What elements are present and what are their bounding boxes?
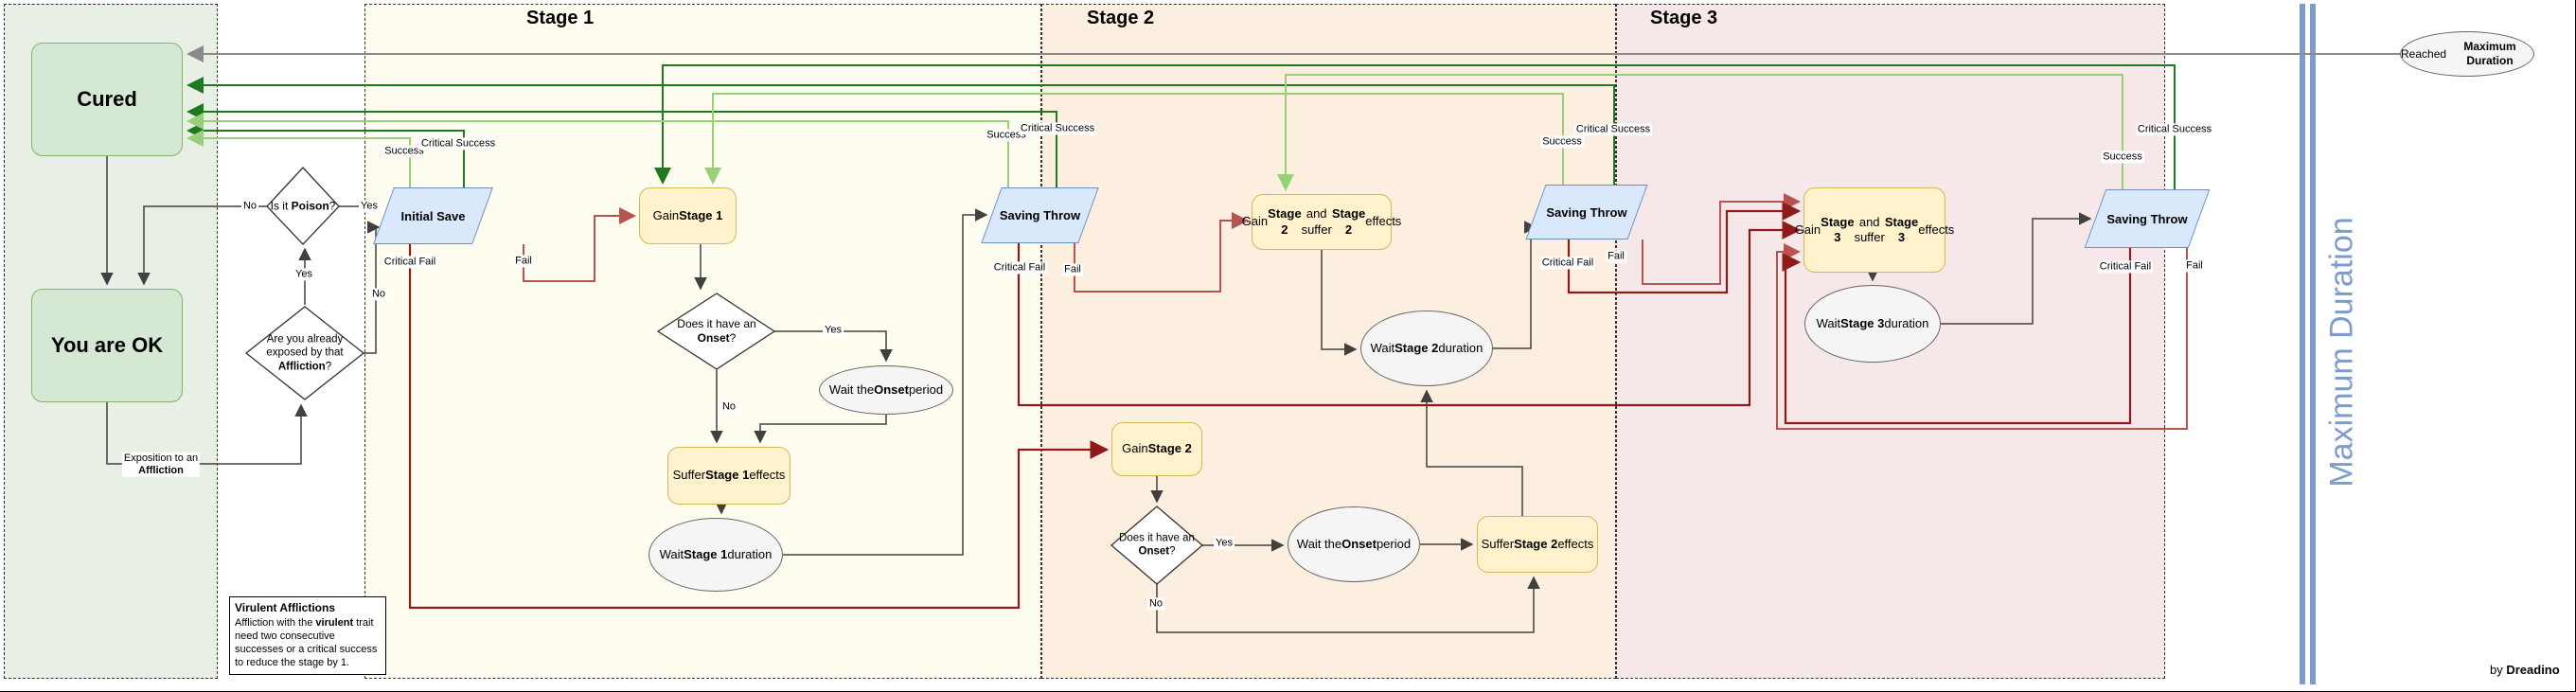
edge-gain-suffer2-to-wait-dur2 xyxy=(1321,250,1358,356)
credit-prefix: by xyxy=(2490,663,2507,677)
edge-stage3-save-critical-success xyxy=(654,64,2176,189)
stage-2-title: Stage 2 xyxy=(1087,8,1155,28)
edge-stage2-save-fail xyxy=(1642,193,1801,285)
edge-ok-to-exposed xyxy=(106,402,308,465)
edge-onset1-yes-to-wait-onset1 xyxy=(774,330,893,363)
edge-stage3-save-success xyxy=(1277,74,2123,191)
initial-save-fail-label: Fail xyxy=(513,255,534,268)
cured-node: Cured xyxy=(31,43,183,156)
virulent-note: Virulent Afflictions Affliction with the… xyxy=(229,596,386,675)
stage1-saving-throw-node: Saving Throw xyxy=(991,187,1089,243)
exposed-decision-shape xyxy=(244,306,365,400)
edge-onset2-no-to-suffer2 xyxy=(1156,576,1540,633)
onset1-yes-label: Yes xyxy=(823,324,844,337)
stage3-save-success-label: Success xyxy=(2101,151,2144,164)
poison-no-label: No xyxy=(240,200,259,213)
suffer-stage2-node: Suffer Stage 2 effects xyxy=(1477,516,1598,573)
virulent-note-title: Virulent Afflictions xyxy=(235,601,336,614)
gain-stage2-node: Gain Stage 2 xyxy=(1111,422,1202,476)
onset1-decision-shape xyxy=(656,293,776,370)
virulent-note-body: Affliction with the virulent trait need … xyxy=(235,616,378,669)
stage3-saving-throw-label: Saving Throw xyxy=(2106,211,2188,226)
suffer-stage1-node: Suffer Stage 1 effects xyxy=(667,447,791,505)
exposed-no-label: No xyxy=(369,288,388,301)
edge-poison-no-to-ok xyxy=(137,205,267,286)
stage1-save-fail-label: Fail xyxy=(1062,263,1083,276)
stage2-save-critical-success-label: Critical Success xyxy=(1573,123,1653,136)
stage1-save-critical-success-label: Critical Success xyxy=(1018,122,1097,135)
edge-suffer2-to-wait-dur2 xyxy=(1420,389,1523,516)
edge-stage3-save-fail xyxy=(1776,243,2188,430)
max-duration-bar-right xyxy=(2310,4,2316,684)
edge-initial-save-success xyxy=(187,130,411,187)
initial-save-critical-success-label: Critical Success xyxy=(418,137,498,151)
stage3-save-critical-success-label: Critical Success xyxy=(2135,123,2214,136)
edge-wait-dur1-to-save1 xyxy=(783,208,988,556)
gain-stage1-node: Gain Stage 1 xyxy=(639,187,737,244)
stage2-save-success-label: Success xyxy=(1540,135,1584,149)
stage1-saving-throw-label: Saving Throw xyxy=(999,208,1081,222)
edge-stage1-save-success xyxy=(187,113,1009,187)
initial-save-success-label: Success xyxy=(382,145,426,158)
stage2-saving-throw-node: Saving Throw xyxy=(1536,185,1638,240)
edge-stage3-save-critical-fail xyxy=(1782,248,2132,425)
stage2-save-fail-label: Fail xyxy=(1606,250,1626,263)
initial-save-node: Initial Save xyxy=(383,187,483,244)
initial-save-label: Initial Save xyxy=(400,208,466,223)
edge-stage1-save-critical-fail xyxy=(1017,221,1802,407)
wait-onset2-node: Wait the Onset period xyxy=(1288,506,1420,582)
poison-yes-label: Yes xyxy=(359,200,380,213)
edge-wait-onset1-to-suffer1 xyxy=(754,415,887,444)
wait-onset1-node: Wait the Onset period xyxy=(819,365,953,415)
edge-initial-save-fail xyxy=(523,207,636,282)
initial-save-critical-fail-label: Critical Fail xyxy=(382,256,438,269)
poison-decision-shape xyxy=(266,167,340,245)
onset2-yes-label: Yes xyxy=(1214,537,1235,550)
wait-duration3-node: Wait Stage 3 duration xyxy=(1804,285,1941,363)
stage3-save-critical-fail-label: Critical Fail xyxy=(2097,260,2154,274)
edge-initial-save-critical-fail xyxy=(408,244,1110,610)
edge-stage2-save-critical-success xyxy=(187,77,1615,185)
max-duration-bar-left xyxy=(2300,4,2305,684)
edge-stage2-save-success xyxy=(704,93,1564,185)
wait-duration2-node: Wait Stage 2 duration xyxy=(1360,311,1493,386)
stage1-save-success-label: Success xyxy=(985,129,1028,142)
edge-initial-save-critical-success xyxy=(187,122,465,187)
stage3-saving-throw-node: Saving Throw xyxy=(2095,189,2199,248)
you-are-ok-node: You are OK xyxy=(31,289,183,402)
stage3-save-fail-label: Fail xyxy=(2184,259,2205,273)
onset2-no-label: No xyxy=(1146,597,1165,611)
edge-stage2-save-critical-fail xyxy=(1567,202,1802,294)
edge-wait-dur3-to-save3 xyxy=(1941,212,2092,325)
edge-wait-dur2-to-save2 xyxy=(1493,221,1537,349)
stage1-save-critical-fail-label: Critical Fail xyxy=(991,261,1048,275)
onset2-decision-shape xyxy=(1110,506,1204,585)
exposed-yes-label: Yes xyxy=(293,268,314,281)
stage2-save-critical-fail-label: Critical Fail xyxy=(1539,257,1596,270)
stage-1-title: Stage 1 xyxy=(526,8,595,28)
credit-author: Dreadino xyxy=(2506,663,2560,677)
edge-stage1-save-fail xyxy=(1074,212,1249,293)
credit: by Dreadino xyxy=(2490,663,2560,677)
edge-stage1-save-critical-success xyxy=(187,103,1057,187)
stage2-saving-throw-label: Saving Throw xyxy=(1546,204,1627,220)
onset1-no-label: No xyxy=(720,400,738,414)
wait-duration1-node: Wait Stage 1 duration xyxy=(648,518,783,592)
stage-3-title: Stage 3 xyxy=(1650,8,1718,28)
